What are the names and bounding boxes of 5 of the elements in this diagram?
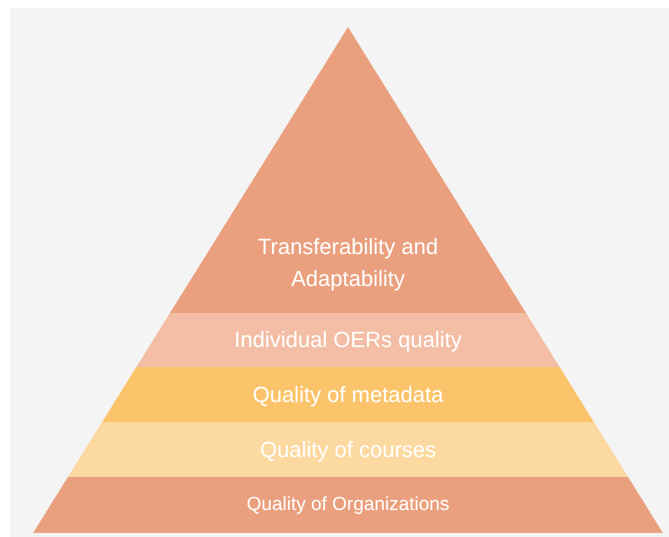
level-label: Quality of metadata (252, 380, 444, 409)
level-label: Quality of courses (260, 436, 436, 464)
level-label: Quality of Organizations (246, 493, 450, 518)
level-label: Individual OERs quality (234, 326, 462, 354)
level-label: Transferability and Adaptability (256, 233, 440, 294)
